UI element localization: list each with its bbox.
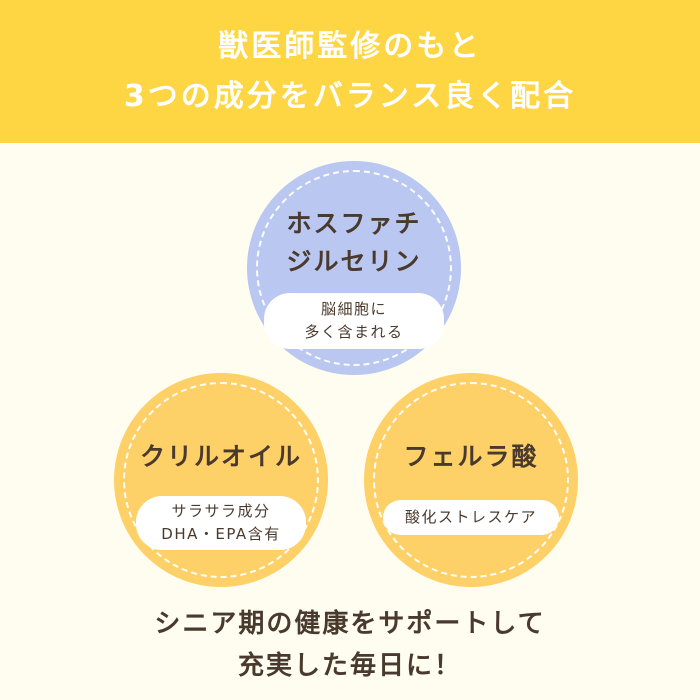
ingredient-circle-ferulic-acid: フェルラ酸 酸化ストレスケア <box>364 373 578 587</box>
ingredient-title-line-1: フェルラ酸 <box>403 442 539 471</box>
ingredient-circle-phosphatidylserine: ホスファチ ジルセリン 脳細胞に 多く含まれる <box>247 161 461 375</box>
ingredient-title: フェルラ酸 <box>403 438 538 476</box>
ingredient-desc-line-2: DHA・EPA含有 <box>161 525 281 543</box>
header-banner: 獣医師監修のもと 3つの成分をバランス良く配合 <box>0 0 700 143</box>
banner-line-1: 獣医師監修のもと <box>218 28 482 64</box>
ingredient-title-line-2: ジルセリン <box>286 247 422 276</box>
ingredient-title-line-1: クリルオイル <box>139 442 302 471</box>
ingredient-desc-line-1: 酸化ストレスケア <box>404 508 537 526</box>
ingredient-description-pill: 酸化ストレスケア <box>383 500 559 535</box>
banner-line-2: 3つの成分をバランス良く配合 <box>123 78 577 114</box>
ingredient-description-pill: サラサラ成分 DHA・EPA含有 <box>136 496 306 550</box>
ingredient-desc-line-1: サラサラ成分 <box>171 502 271 520</box>
ingredient-title: ホスファチ ジルセリン <box>286 205 421 281</box>
ingredient-title-line-1: ホスファチ <box>286 209 422 238</box>
ingredient-description-pill: 脳細胞に 多く含まれる <box>264 293 444 349</box>
footer-message: シニア期の健康をサポートして 充実した毎日に！ <box>0 603 700 687</box>
ingredient-circle-krill-oil: クリルオイル サラサラ成分 DHA・EPA含有 <box>114 373 328 587</box>
ingredient-desc-line-2: 多く含まれる <box>304 323 404 341</box>
footer-line-1: シニア期の健康をサポートして <box>154 609 546 639</box>
ingredient-title: クリルオイル <box>140 438 302 476</box>
ingredient-desc-line-1: 脳細胞に <box>320 300 387 318</box>
footer-line-2: 充実した毎日に！ <box>237 651 462 681</box>
